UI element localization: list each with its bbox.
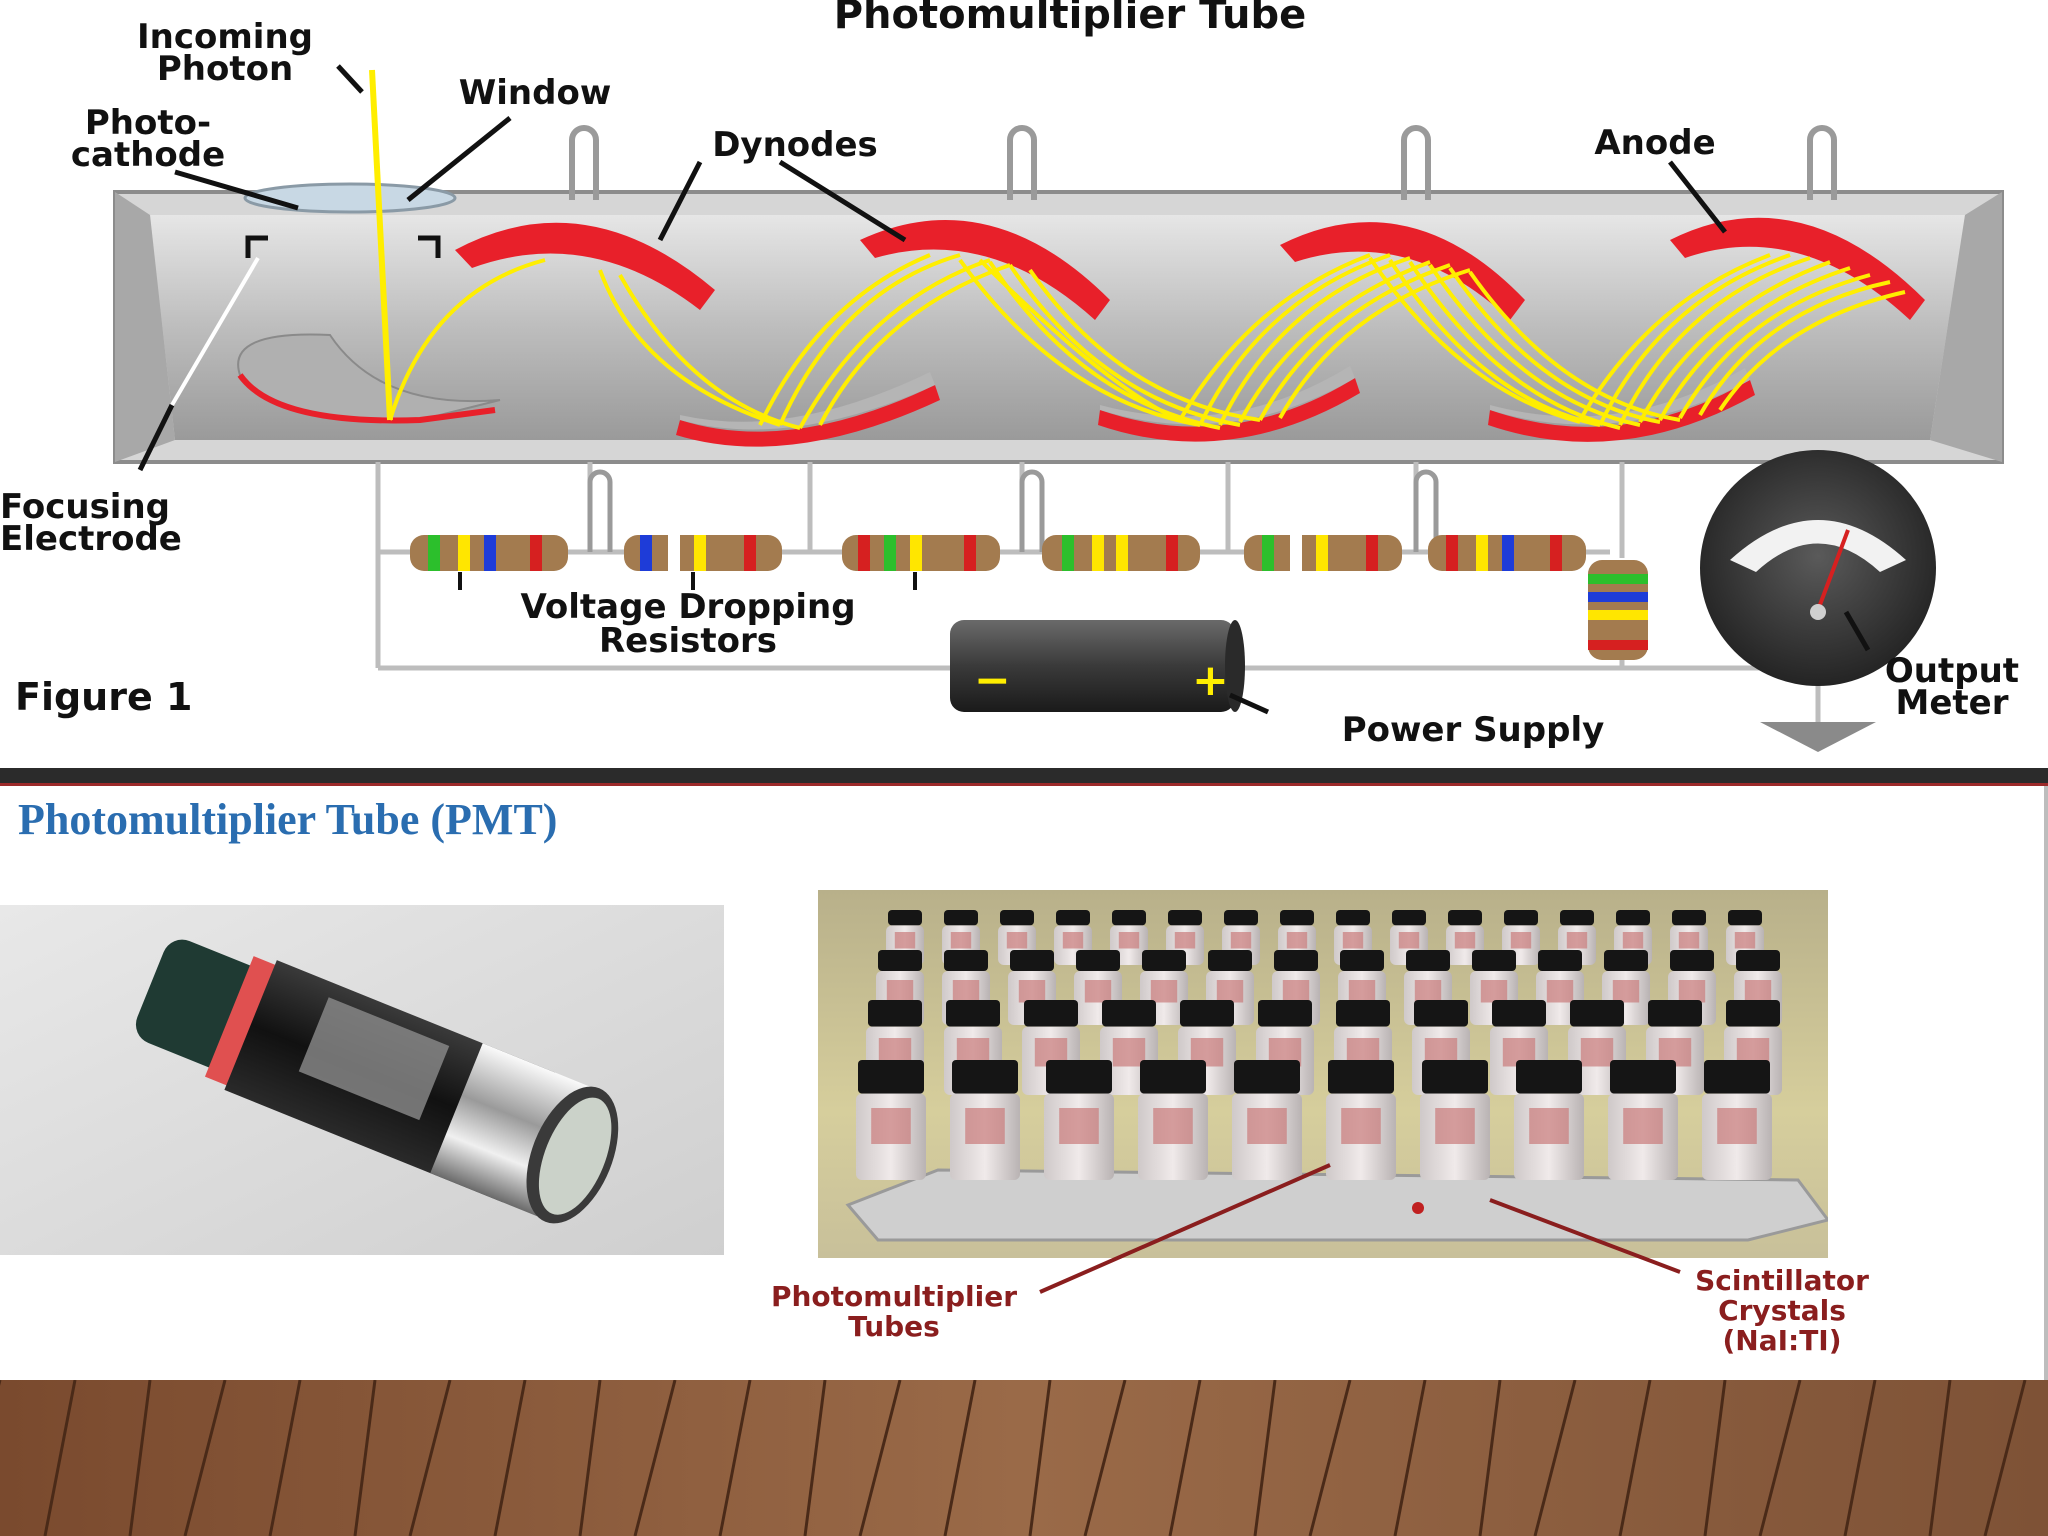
resistor-6	[1428, 535, 1586, 571]
label-output-meter-2: Meter	[1896, 683, 2009, 723]
battery-minus-label: −	[974, 655, 1011, 706]
label-anode: Anode	[1594, 123, 1715, 163]
pmt-tube	[1232, 1060, 1302, 1180]
output-meter	[1700, 450, 1936, 752]
label-leader-lines	[137, 64, 1727, 472]
label-power-supply: Power Supply	[1342, 710, 1605, 750]
section-divider	[0, 768, 2048, 783]
incoming-photon-ray	[369, 69, 393, 421]
pmt-section-title: Photomultiplier Tube (PMT)	[18, 795, 558, 844]
electron-cascade	[388, 253, 1906, 430]
resistor-vertical	[1588, 560, 1648, 660]
label-focusing-electrode-2: Electrode	[0, 519, 182, 559]
pmt-tube	[1326, 1060, 1396, 1180]
pmt-diagram: − + Photomultiplier Tube Incoming Photon…	[0, 0, 2020, 752]
section-divider-accent	[0, 783, 2048, 786]
label-window: Window	[459, 73, 611, 113]
single-pmt-photo	[0, 905, 724, 1255]
pmt-tube	[856, 1060, 926, 1180]
pmt-array-photo	[818, 890, 1828, 1258]
label-dynodes: Dynodes	[712, 125, 878, 165]
label-resistors-1: Voltage Dropping	[520, 587, 855, 627]
pmt-tube	[1420, 1060, 1490, 1180]
power-supply-battery: − +	[950, 620, 1245, 712]
resistor-2	[624, 535, 782, 571]
label-focusing-electrode-1: Focusing	[0, 487, 170, 527]
label-incoming-photon-2: Photon	[157, 49, 293, 89]
pmt-array	[856, 910, 1782, 1180]
label-photocathode-2: cathode	[71, 135, 225, 175]
pmt-tube	[1138, 1060, 1208, 1180]
figure-title: Photomultiplier Tube	[834, 0, 1307, 38]
resistor-hooks	[587, 469, 1439, 552]
voltage-dropping-resistors	[410, 535, 1648, 660]
pmt-tube	[1608, 1060, 1678, 1180]
pmt-tube	[1044, 1060, 1114, 1180]
pmt-tube	[1514, 1060, 1584, 1180]
upper-dynodes	[455, 217, 1925, 320]
pmt-tube	[1668, 950, 1716, 1025]
resistor-4	[1042, 535, 1200, 571]
resistor-5	[1244, 535, 1402, 571]
label-incoming-photon-1: Incoming	[137, 17, 313, 57]
photocathode-bracket	[245, 235, 268, 258]
wood-floor-background	[0, 1380, 2048, 1536]
battery-plus-label: +	[1192, 655, 1229, 706]
window-disc	[243, 182, 457, 214]
resistor-1	[410, 535, 568, 571]
label-output-meter-1: Output	[1885, 651, 2019, 691]
top-pins	[569, 125, 1837, 200]
resistor-3	[842, 535, 1000, 571]
label-figure-number: Figure 1	[15, 675, 192, 719]
pmt-tube	[1702, 1060, 1772, 1180]
label-resistors-2: Resistors	[599, 621, 777, 661]
pmt-tube	[950, 1060, 1020, 1180]
label-photocathode-1: Photo-	[85, 103, 211, 143]
